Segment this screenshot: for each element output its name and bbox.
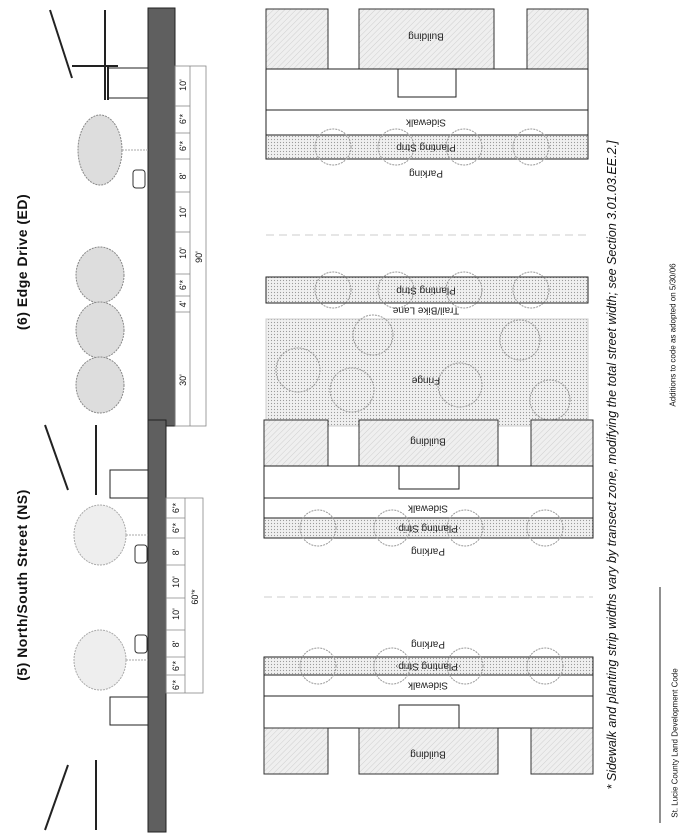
ns-dimension-table (165, 497, 204, 694)
ns-label-sidewalk-top: Sidewalk (407, 502, 449, 514)
ns-label-building-top: Building (410, 435, 446, 447)
ed-dim: 4' (178, 300, 188, 308)
ed-title: (6) Edge Drive (ED) (14, 193, 30, 331)
ed-cross-section (49, 7, 207, 427)
ed-label-planting-1: Planting Strip (396, 141, 456, 153)
ed-dimension-table (174, 65, 207, 427)
ed-dim: 6'* (178, 279, 188, 291)
ns-plan (263, 419, 594, 775)
ed-dim: 10' (178, 206, 188, 218)
ns-cross-section (44, 419, 204, 833)
ed-label-building: Building (408, 30, 444, 42)
ed-dim: 10' (178, 247, 188, 259)
ns-dim: 6'* (171, 679, 181, 691)
ed-dim: 6'* (178, 140, 188, 152)
ns-trees (73, 504, 148, 691)
ed-plan (265, 8, 589, 427)
ns-label-planting-bottom: ·Planting Strip· (394, 660, 462, 672)
ns-dim: 10' (171, 576, 181, 588)
ed-trees (75, 114, 148, 414)
ns-label-sidewalk-bottom: Sidewalk (407, 679, 449, 691)
footnote: * Sidewalk and planting strip widths var… (605, 140, 619, 790)
ns-building-bottom (44, 696, 149, 831)
ed-label-parking: Parking (409, 167, 443, 179)
ns-dim: 8' (171, 640, 181, 648)
car-icon (134, 634, 148, 654)
ns-label-building-bottom: Building (410, 748, 446, 760)
ed-building (49, 9, 149, 100)
ed-label-planting-2: Planting Strip (396, 284, 456, 296)
ns-building-top (44, 424, 149, 499)
ed-label-fringe: Fringe (411, 374, 441, 386)
ns-dim: 10' (171, 608, 181, 620)
footer-right: Additions to code as adopted on 5/30/06 (668, 263, 678, 407)
ns-dim: 6'* (171, 660, 181, 672)
ed-dim: 30' (178, 374, 188, 386)
car-icon (132, 169, 146, 189)
ns-title: (5) North/South Street (NS) (14, 489, 30, 681)
footer-left: St. Lucie County Land Development Code (670, 668, 680, 818)
ed-dim: 10' (178, 79, 188, 91)
ed-label-trail: Trail/Bike Lane (392, 304, 460, 316)
ns-dim: 8' (171, 548, 181, 556)
ns-label-parking-top: Parking (411, 545, 445, 557)
ns-dim: 6'* (171, 522, 181, 534)
ed-dim: 6'* (178, 113, 188, 125)
ns-label-planting-top: ·Planting Strip· (394, 522, 462, 534)
ns-total-width: 60'* (190, 589, 200, 605)
car-icon (134, 544, 148, 564)
ed-dim: 8' (178, 172, 188, 180)
ed-total-width: 90' (194, 251, 204, 263)
ed-label-sidewalk: Sidewalk (405, 116, 447, 128)
ns-dim: 6'* (171, 502, 181, 514)
ns-label-parking-bottom: Parking (411, 638, 445, 650)
